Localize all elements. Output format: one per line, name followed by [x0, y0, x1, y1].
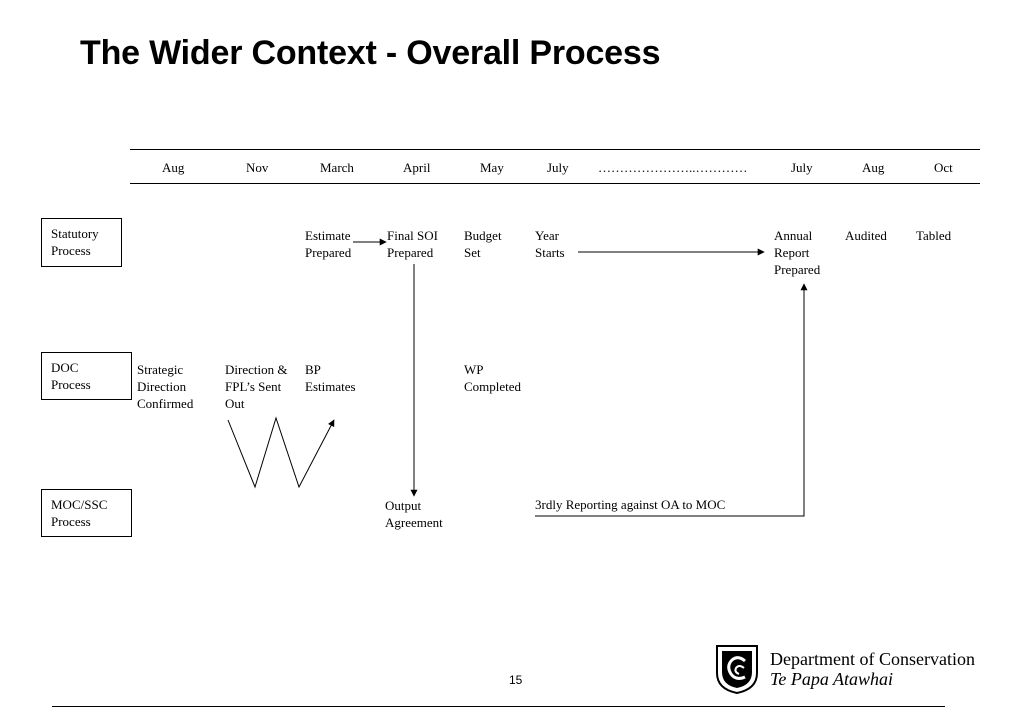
- annual-report-prepared-label: Annual Report Prepared: [774, 228, 821, 277]
- strategic-direction-label: Strategic Direction Confirmed: [137, 362, 194, 411]
- month-july: July: [547, 160, 569, 175]
- month-aug: Aug: [162, 160, 185, 175]
- arrow-direction-zigzag: [227, 416, 335, 489]
- footer-rule: [52, 706, 945, 707]
- final-soi-prepared-label: Final SOI Prepared: [387, 228, 438, 260]
- lane-moc-ssc-process: MOC/SSC Process: [41, 489, 132, 537]
- logo-department-text: Department of Conservation: [770, 649, 975, 669]
- month-may: May: [480, 160, 504, 175]
- lane-doc-process: DOC Process: [41, 352, 132, 400]
- month-april: April: [403, 160, 431, 175]
- tabled-label: Tabled: [916, 228, 952, 243]
- year-starts-label: Year Starts: [535, 228, 565, 260]
- direction-fpl-label: Direction & FPL’s Sent Out: [225, 362, 288, 411]
- month-nov: Nov: [246, 160, 269, 175]
- page-number: 15: [509, 673, 523, 687]
- budget-set-label: Budget Set: [464, 228, 502, 260]
- logo-maori-text: Te Papa Atawhai: [770, 669, 894, 689]
- month-july-next: July: [791, 160, 813, 175]
- page-title: The Wider Context - Overall Process: [80, 34, 661, 72]
- timeline-ellipsis: …………………..…………: [598, 160, 748, 175]
- output-agreement-label: Output Agreement: [385, 498, 443, 530]
- wp-completed-label: WP Completed: [464, 362, 522, 394]
- bp-estimates-label: BP Estimates: [305, 362, 356, 394]
- audited-label: Audited: [845, 228, 887, 243]
- lane-statutory-process: Statutory Process: [41, 218, 122, 267]
- doc-logo-mark: [716, 645, 758, 695]
- month-oct: Oct: [934, 160, 953, 175]
- month-march: March: [320, 160, 354, 175]
- arrow-reporting-to-annual: [535, 283, 808, 517]
- timeline-top-rule: [130, 149, 980, 150]
- estimate-prepared-label: Estimate Prepared: [305, 228, 352, 260]
- month-aug-next: Aug: [862, 160, 885, 175]
- reporting-label: 3rdly Reporting against OA to MOC: [535, 497, 726, 512]
- timeline-bottom-rule: [130, 183, 980, 184]
